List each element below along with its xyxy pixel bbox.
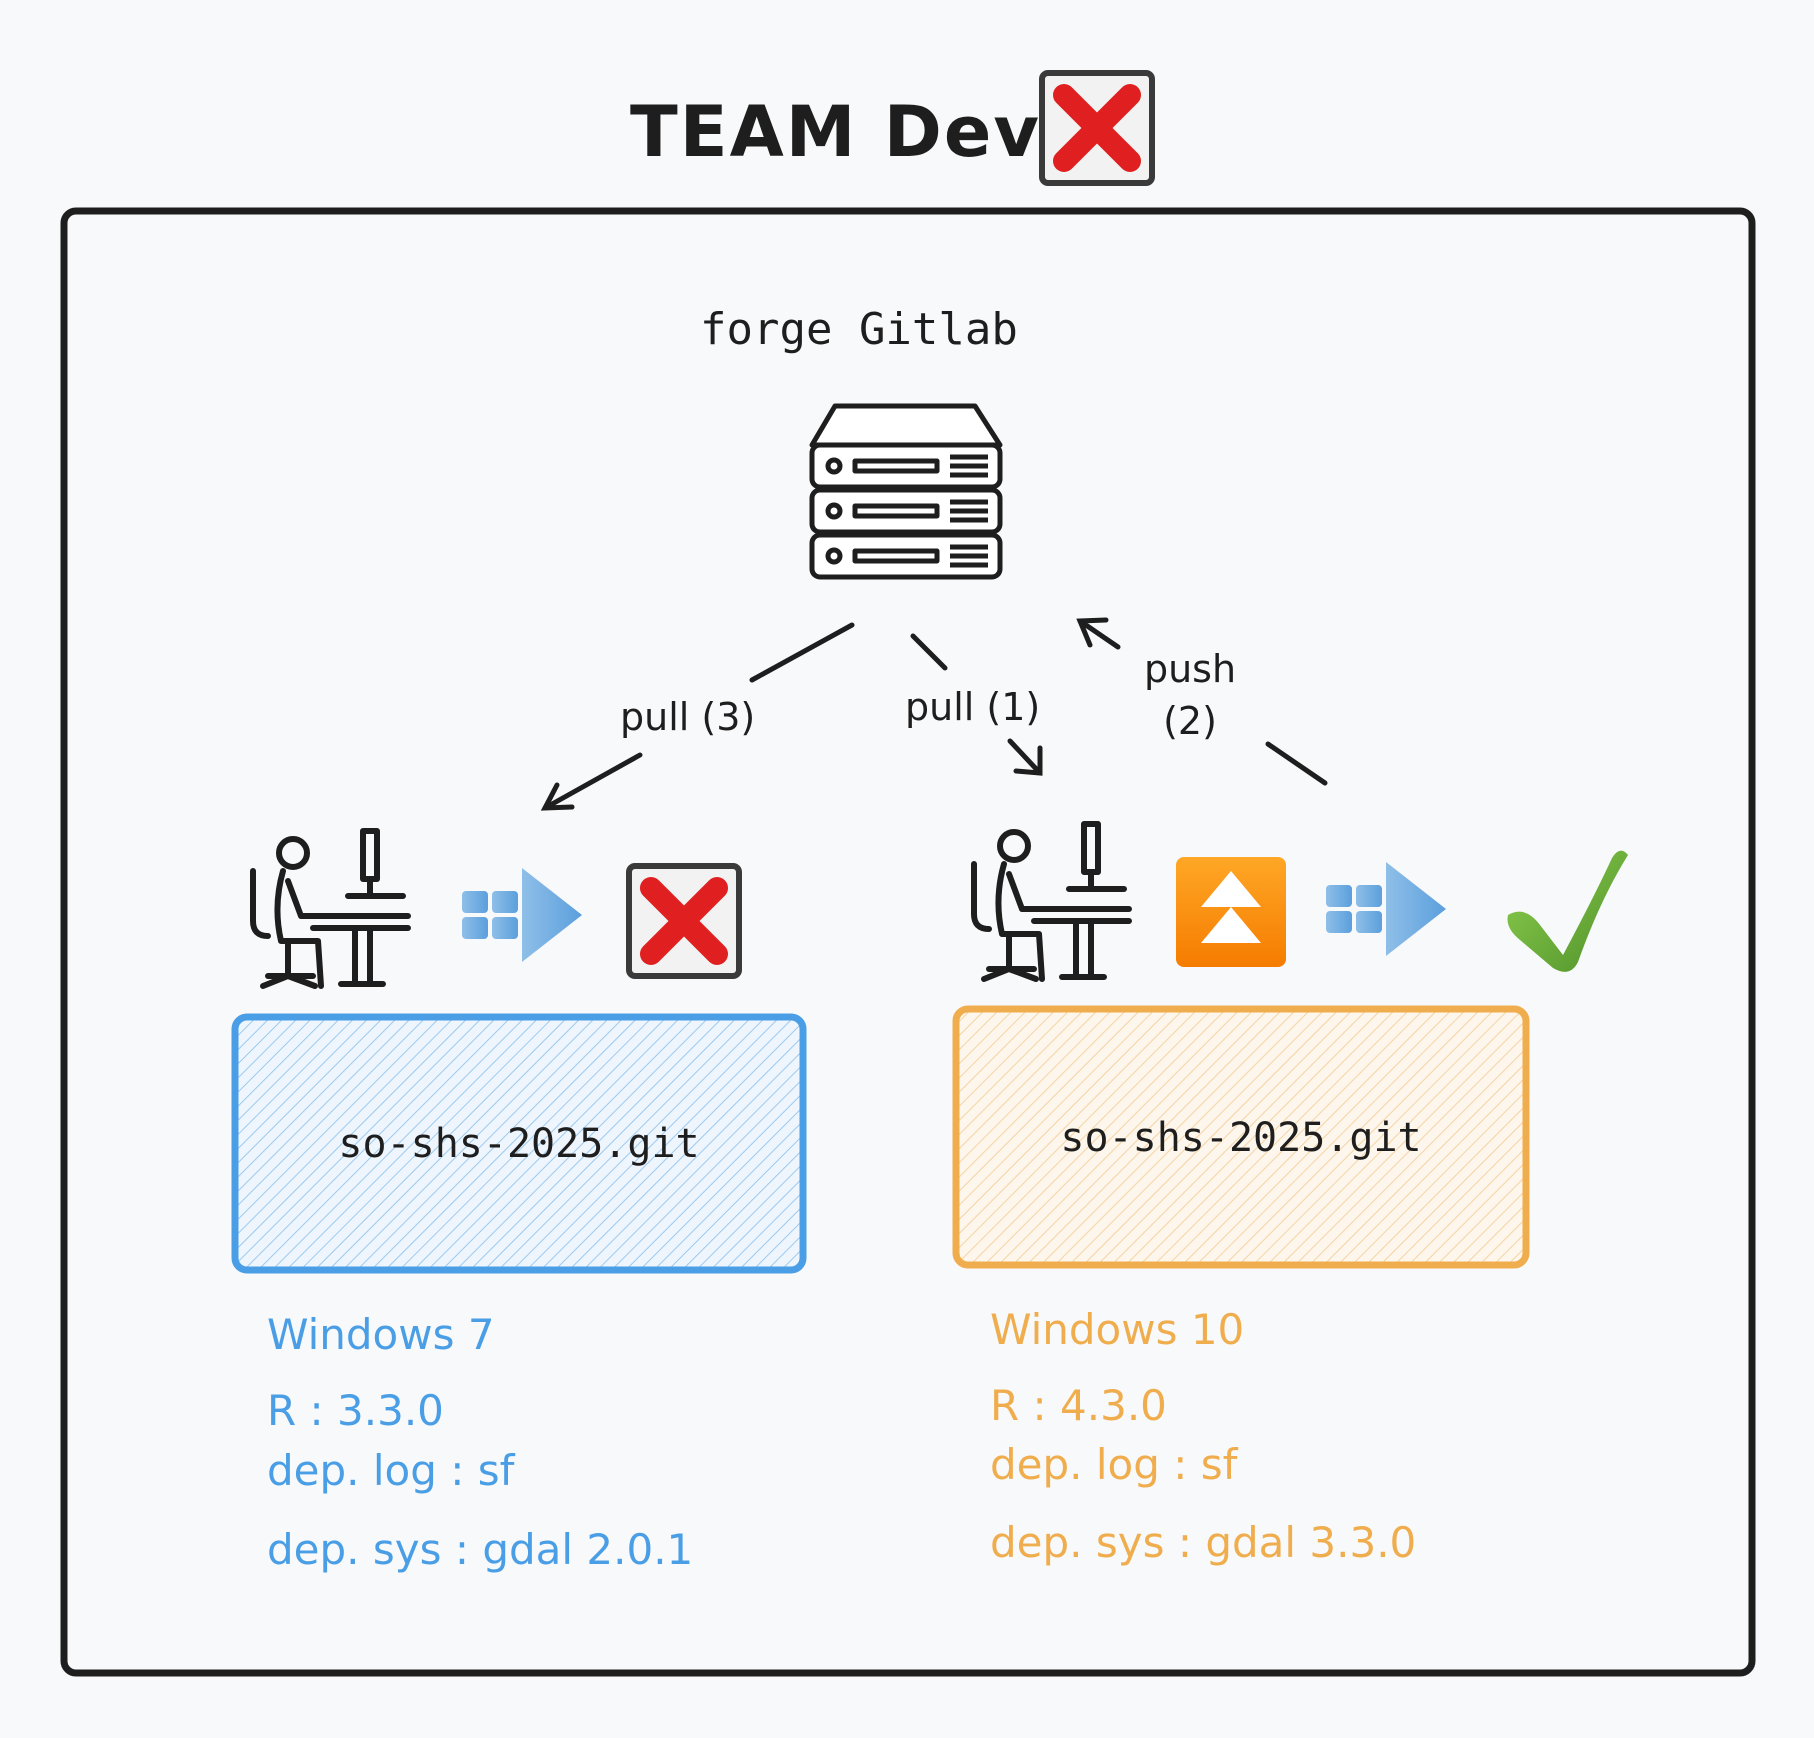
server-label: forge Gitlab [700,304,1018,355]
push-2-arrow [1076,617,1328,786]
left-developer-icon [250,828,411,989]
push-2-label-line1: push [1143,647,1237,691]
right-developer-icon [971,821,1132,982]
title-cross-mark-icon [1039,70,1155,186]
pull-1-arrow [910,633,1043,776]
right-r-version: R : 4.3.0 [990,1381,1167,1430]
right-repo-box [952,1005,1530,1269]
left-repo-box [231,1013,807,1274]
left-repo-name: so-shs-2025.git [338,1121,700,1167]
double-up-arrow-icon [1176,857,1286,967]
left-dep-sys: dep. sys : gdal 2.0.1 [267,1525,694,1574]
left-r-version: R : 3.3.0 [267,1386,444,1435]
right-dep-log: dep. log : sf [990,1440,1238,1489]
left-cross-mark-icon [626,863,742,979]
team-frame [60,207,1756,1677]
pull-1-label: pull (1) [905,685,1041,729]
right-repo-name: so-shs-2025.git [1060,1115,1422,1161]
page-title: TEAM Dev [630,91,1041,173]
left-transition-arrow-icon [462,868,582,962]
right-os-label: Windows 10 [990,1305,1245,1354]
right-transition-arrow-icon [1326,862,1446,956]
push-2-label-line2: (2) [1163,699,1217,743]
left-os-label: Windows 7 [267,1310,495,1359]
server-icon [809,403,1003,580]
pull-3-arrow [540,622,855,811]
left-dep-log: dep. log : sf [267,1446,515,1495]
right-dep-sys: dep. sys : gdal 3.3.0 [990,1518,1417,1567]
pull-3-label: pull (3) [620,695,756,739]
check-mark-icon [1507,850,1628,972]
